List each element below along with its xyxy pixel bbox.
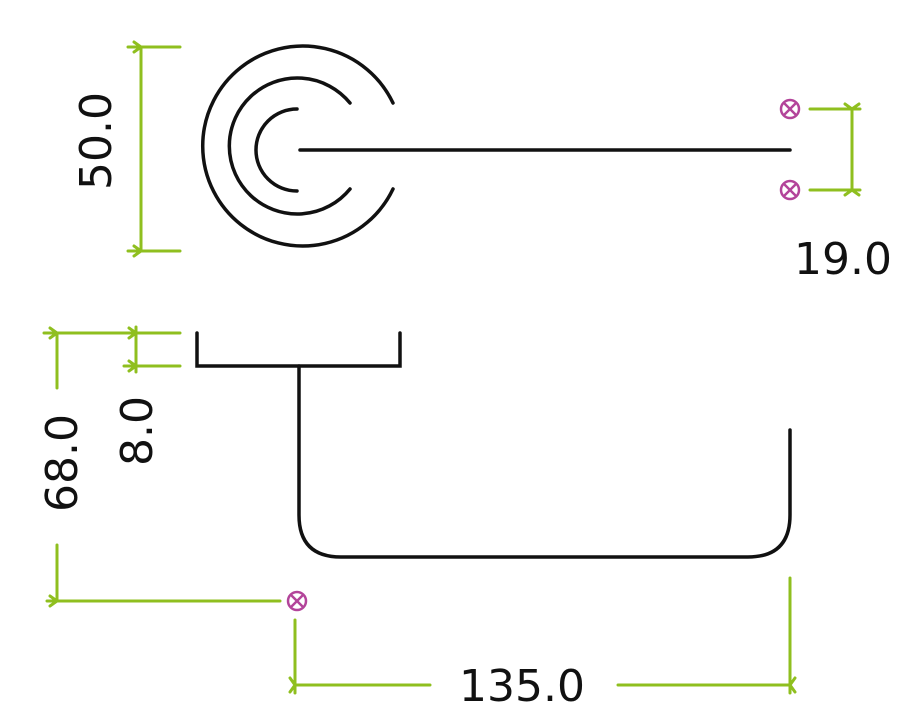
- dimension-label-lever-thickness: 19.0: [794, 234, 892, 285]
- rose-side-profile: [195, 331, 402, 368]
- dimension-label-rose-depth: 8.0: [112, 396, 163, 466]
- circled-x-icon: [779, 179, 801, 201]
- dimension-projection: [42, 326, 282, 608]
- dimension-label-lever-length: 135.0: [459, 661, 585, 712]
- dimension-label-projection: 68.0: [37, 414, 88, 512]
- dimension-label-rose-diameter: 50.0: [71, 92, 122, 190]
- lever-side-profile: [297, 364, 792, 559]
- dimension-rose-diameter: [126, 40, 182, 258]
- dimension-lever-length: [288, 576, 797, 695]
- top-view: [201, 44, 792, 248]
- circled-x-icon: [779, 98, 801, 120]
- rose-middle-arc: [227, 76, 352, 216]
- circled-x-icon: [286, 590, 308, 612]
- side-view: [195, 331, 792, 559]
- rose-inner-arc: [254, 107, 299, 193]
- rose-outer-arc: [201, 44, 395, 248]
- dimension-lever-thickness: [808, 102, 862, 197]
- dimension-rose-depth: [122, 325, 182, 374]
